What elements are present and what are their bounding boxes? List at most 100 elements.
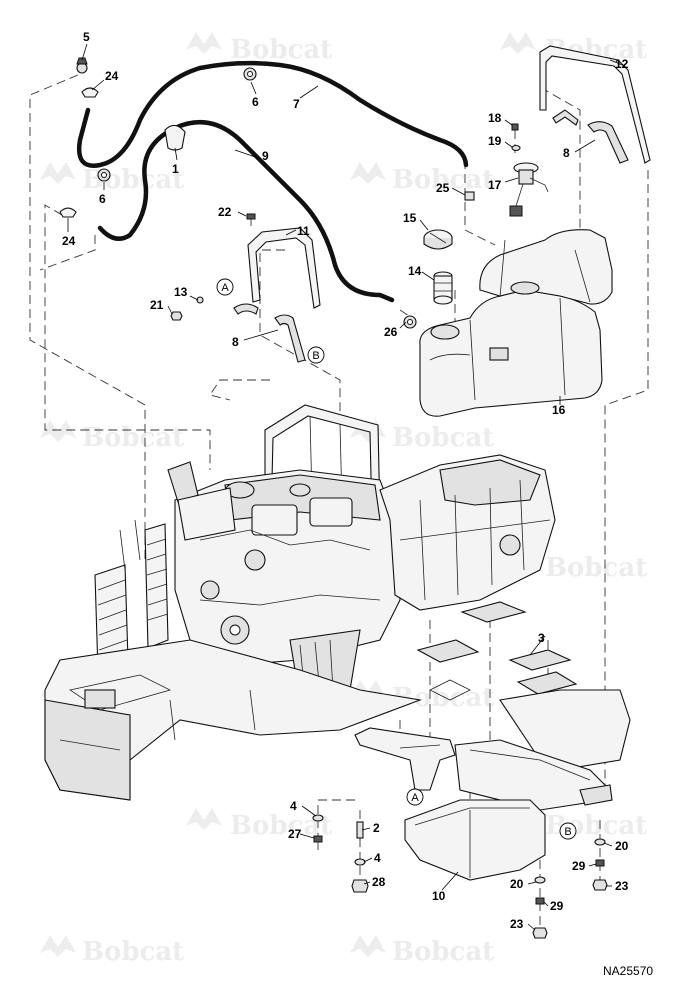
callout-23-left: 23 (510, 917, 524, 931)
hose-clamp-6-top (243, 67, 257, 81)
fuel-sender-17 (509, 162, 549, 217)
callout-6-left: 6 (99, 192, 106, 206)
ref-marker-a-upper: A (216, 278, 234, 296)
watermark: Bobcat (82, 423, 184, 453)
callout-12: 12 (615, 57, 629, 71)
small-hardware (59, 57, 521, 329)
callout-20-right: 20 (615, 839, 629, 853)
hose-clamp-6-left (97, 168, 111, 182)
ref-letter: B (312, 350, 319, 362)
callout-27: 27 (288, 827, 302, 841)
watermark: Bobcat (82, 165, 184, 195)
nut-21 (170, 311, 183, 321)
bobcat-logo-icon (350, 680, 386, 702)
ref-letter: B (564, 826, 571, 838)
callouts: 5 24 6 7 1 9 6 24 22 11 13 21 8 12 18 19… (62, 30, 629, 931)
callout-25: 25 (436, 181, 450, 195)
callout-26: 26 (384, 325, 398, 339)
callout-11: 11 (297, 224, 310, 238)
washer-19 (511, 144, 521, 152)
nut-23-left (532, 927, 548, 939)
callout-22: 22 (218, 205, 232, 219)
fuel-hose-9 (97, 119, 395, 303)
bobcat-logo-icon (186, 808, 222, 830)
strap-8-top (587, 121, 629, 164)
engine-assembly (44, 404, 556, 801)
bolt-13 (196, 296, 204, 304)
cover-10 (404, 799, 546, 881)
ref-marker-b-upper: B (307, 346, 325, 364)
callout-20-left: 20 (510, 877, 524, 891)
watermark: Bobcat (230, 35, 332, 65)
ref-letter: A (411, 792, 419, 804)
ref-marker-b-lower: B (559, 822, 577, 840)
callout-1: 1 (172, 162, 179, 176)
callout-24-top: 24 (105, 69, 119, 83)
ref-marker-a-lower: A (406, 788, 424, 806)
hose-clamp-24-left (59, 207, 77, 218)
callout-4-lower: 4 (374, 851, 381, 865)
hose-clamp-1 (164, 124, 186, 151)
callout-7: 7 (293, 97, 300, 111)
callout-2: 2 (373, 821, 380, 835)
drawing-id: NA25570 (603, 964, 653, 978)
callout-8-left: 8 (232, 335, 239, 349)
callout-14: 14 (408, 264, 422, 278)
callout-15: 15 (403, 211, 417, 225)
watermark: Bobcat (545, 553, 647, 583)
callout-5: 5 (83, 30, 90, 44)
bottom-hardware (312, 814, 608, 939)
callout-21: 21 (150, 298, 164, 312)
callout-29-right: 29 (572, 859, 586, 873)
watermark: Bobcat (392, 937, 494, 967)
bolt-27 (313, 835, 323, 850)
ref-letter: A (221, 282, 229, 294)
bolt-29-right (595, 859, 605, 867)
nut-28 (351, 879, 369, 893)
bobcat-logo-icon (350, 935, 386, 957)
fitting-25 (464, 191, 475, 201)
watermark: Bobcat (392, 165, 494, 195)
watermark: Bobcat (82, 937, 184, 967)
callout-17: 17 (488, 178, 502, 192)
callout-19: 19 (488, 134, 502, 148)
callout-16: 16 (552, 403, 566, 417)
bracket-11 (247, 227, 321, 309)
callout-13: 13 (174, 285, 188, 299)
bobcat-logo-icon (40, 162, 76, 184)
bobcat-logo-icon (350, 162, 386, 184)
ref-markers: A B A B (216, 278, 577, 840)
clamp-26 (403, 315, 417, 329)
washer-20-left (534, 876, 546, 884)
callout-24-left: 24 (62, 234, 76, 248)
callout-3: 3 (538, 631, 545, 645)
nut-23-right (592, 879, 608, 891)
fuel-tank-16 (419, 229, 613, 417)
hose-clamp-5 (76, 57, 88, 74)
fuel-cap-15 (423, 229, 453, 250)
strap-small-right (552, 109, 579, 126)
washer-4-lower (354, 858, 366, 866)
filler-neck-14 (433, 271, 453, 305)
callout-29-left: 29 (550, 899, 564, 913)
watermark: Bobcat (392, 423, 494, 453)
washer-20-right (594, 838, 606, 846)
bobcat-logo-icon (500, 32, 536, 54)
callout-28: 28 (372, 875, 386, 889)
bolt-29-left (535, 897, 545, 905)
bracket-12 (539, 45, 651, 164)
strap-8-mid (274, 314, 306, 363)
callout-10: 10 (432, 889, 446, 903)
callout-4-upper: 4 (290, 799, 297, 813)
fuel-hose-7 (76, 60, 469, 168)
callout-18: 18 (488, 111, 502, 125)
callout-8-right: 8 (563, 146, 570, 160)
bobcat-logo-icon (186, 32, 222, 54)
hose-clamp-24-top (81, 87, 99, 98)
bolt-18 (511, 123, 519, 131)
bolt-22 (246, 213, 256, 226)
strap-8-small (233, 303, 259, 315)
callout-23-right: 23 (615, 879, 629, 893)
washer-4-upper (312, 814, 324, 822)
bobcat-logo-icon (40, 935, 76, 957)
